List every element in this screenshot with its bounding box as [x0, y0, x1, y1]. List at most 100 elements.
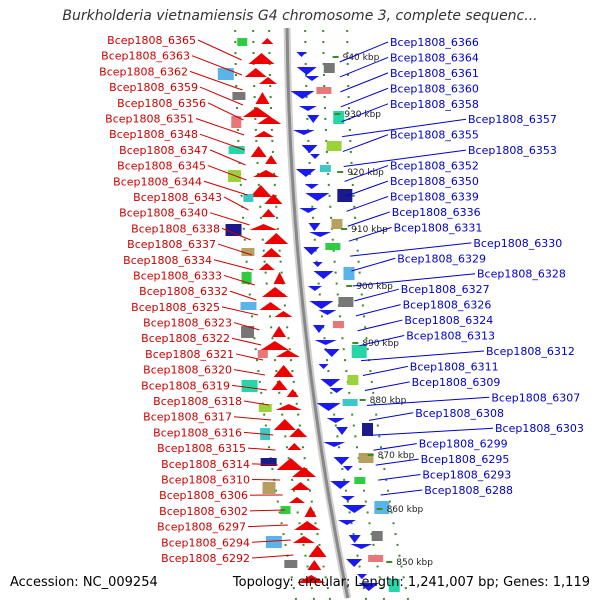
left-leader-line	[199, 86, 244, 106]
left-gene-label: Bcep1808_6333	[133, 269, 222, 282]
left-gene-label: Bcep1808_6363	[101, 50, 190, 63]
right-gene-label: Bcep1808_6336	[392, 206, 481, 219]
left-gene-label: Bcep1808_6302	[159, 505, 248, 518]
left-gene-label: Bcep1808_6356	[117, 97, 206, 110]
left-gene-label: Bcep1808_6351	[105, 112, 194, 125]
reverse-gene-block	[331, 219, 343, 229]
kbp-tick-label: 850 kbp	[396, 558, 433, 568]
left-gene-label: Bcep1808_6292	[161, 552, 250, 565]
kbp-tick-label: 900 kbp	[356, 282, 393, 292]
left-gene-label: Bcep1808_6340	[119, 207, 208, 220]
right-gene-label: Bcep1808_6339	[390, 190, 479, 203]
left-gene-label: Bcep1808_6344	[113, 175, 202, 188]
right-gene-label: Bcep1808_6324	[404, 314, 493, 327]
forward-gene-arrow	[308, 545, 327, 557]
right-gene-label: Bcep1808_6331	[394, 221, 483, 234]
kbp-tick-label: 880 kbp	[370, 396, 407, 406]
forward-gene-block	[237, 38, 248, 46]
reverse-gene-block	[358, 453, 374, 463]
right-leader-line	[344, 165, 389, 182]
reverse-gene-arrow	[320, 379, 341, 387]
right-gene-label: Bcep1808_6353	[468, 144, 557, 157]
forward-gene-arrow	[255, 92, 270, 104]
left-gene-label: Bcep1808_6319	[141, 379, 230, 392]
reverse-gene-arrow	[333, 457, 350, 465]
left-leader-line	[217, 243, 253, 256]
right-gene-label: Bcep1808_6358	[390, 98, 479, 111]
forward-gene-arrow	[297, 575, 326, 583]
forward-gene-arrow	[275, 404, 302, 410]
right-leader-line	[378, 474, 421, 481]
right-gene-label: Bcep1808_6308	[415, 407, 504, 420]
right-leader-line	[364, 381, 410, 391]
right-leader-line	[347, 211, 390, 227]
forward-gene-arrow	[286, 389, 299, 397]
reverse-gene-block	[361, 423, 373, 436]
left-leader-line	[235, 353, 264, 361]
reverse-gene-arrow	[304, 184, 319, 189]
right-gene-label: Bcep1808_6366	[390, 36, 479, 49]
forward-gene-arrow	[244, 68, 267, 77]
right-gene-label: Bcep1808_6328	[477, 268, 566, 281]
reverse-gene-arrow	[290, 91, 315, 99]
reverse-gene-arrow	[335, 427, 348, 435]
reverse-gene-arrow	[330, 481, 351, 489]
left-gene-label: Bcep1808_6317	[143, 411, 232, 424]
forward-gene-block	[241, 248, 255, 256]
left-gene-label: Bcep1808_6322	[141, 332, 230, 345]
right-leader-line	[380, 489, 423, 496]
right-leader-line	[366, 396, 490, 406]
left-leader-line	[199, 133, 245, 151]
left-leader-line	[223, 196, 249, 211]
forward-gene-arrow	[273, 272, 286, 284]
forward-gene-arrow	[257, 116, 282, 124]
left-gene-label: Bcep1808_6306	[159, 489, 248, 502]
forward-gene-arrow	[289, 428, 308, 437]
forward-gene-arrow	[249, 185, 272, 197]
forward-gene-arrow	[242, 107, 271, 117]
left-gene-label: Bcep1808_6325	[131, 301, 220, 314]
reverse-gene-block	[368, 555, 384, 562]
left-gene-label: Bcep1808_6348	[109, 128, 198, 141]
forward-gene-block	[241, 326, 255, 338]
right-leader-line	[341, 103, 389, 123]
left-gene-label: Bcep1808_6365	[107, 34, 196, 47]
left-leader-line	[247, 447, 276, 451]
right-leader-line	[357, 319, 403, 332]
reverse-gene-block	[371, 531, 383, 541]
left-gene-label: Bcep1808_6332	[139, 285, 228, 298]
left-gene-label: Bcep1808_6320	[143, 364, 232, 377]
reverse-gene-arrow	[309, 301, 334, 309]
reverse-gene-block	[337, 189, 353, 202]
left-leader-line	[203, 180, 248, 196]
right-gene-label: Bcep1808_6352	[390, 160, 479, 173]
forward-gene-arrow	[250, 146, 267, 157]
left-gene-label: Bcep1808_6297	[157, 521, 246, 534]
forward-gene-block	[262, 482, 276, 494]
right-gene-label: Bcep1808_6312	[486, 345, 575, 358]
left-gene-label: Bcep1808_6334	[123, 254, 212, 267]
reverse-gene-block	[325, 243, 341, 250]
left-leader-line	[197, 39, 242, 61]
reverse-gene-arrow	[296, 67, 317, 75]
forward-gene-arrow	[294, 521, 321, 530]
left-gene-label: Bcep1808_6362	[99, 65, 188, 78]
kbp-tick-label: 870 kbp	[378, 451, 415, 461]
backbone-line	[285, 27, 350, 599]
forward-gene-arrow	[273, 419, 296, 430]
reverse-gene-arrow	[305, 193, 330, 201]
forward-gene-arrow	[307, 560, 322, 570]
reverse-gene-block	[347, 375, 359, 385]
left-gene-label: Bcep1808_6294	[161, 536, 250, 549]
left-gene-label: Bcep1808_6345	[117, 160, 206, 173]
right-gene-label: Bcep1808_6355	[390, 129, 479, 142]
reverse-gene-block	[338, 297, 354, 307]
reverse-gene-arrow	[310, 154, 321, 159]
forward-gene-arrow	[264, 194, 283, 204]
left-gene-label: Bcep1808_6343	[133, 191, 222, 204]
reverse-gene-arrow	[346, 559, 363, 567]
right-gene-label: Bcep1808_6311	[410, 360, 499, 373]
reverse-gene-block	[319, 165, 331, 172]
reverse-gene-block	[326, 141, 342, 151]
